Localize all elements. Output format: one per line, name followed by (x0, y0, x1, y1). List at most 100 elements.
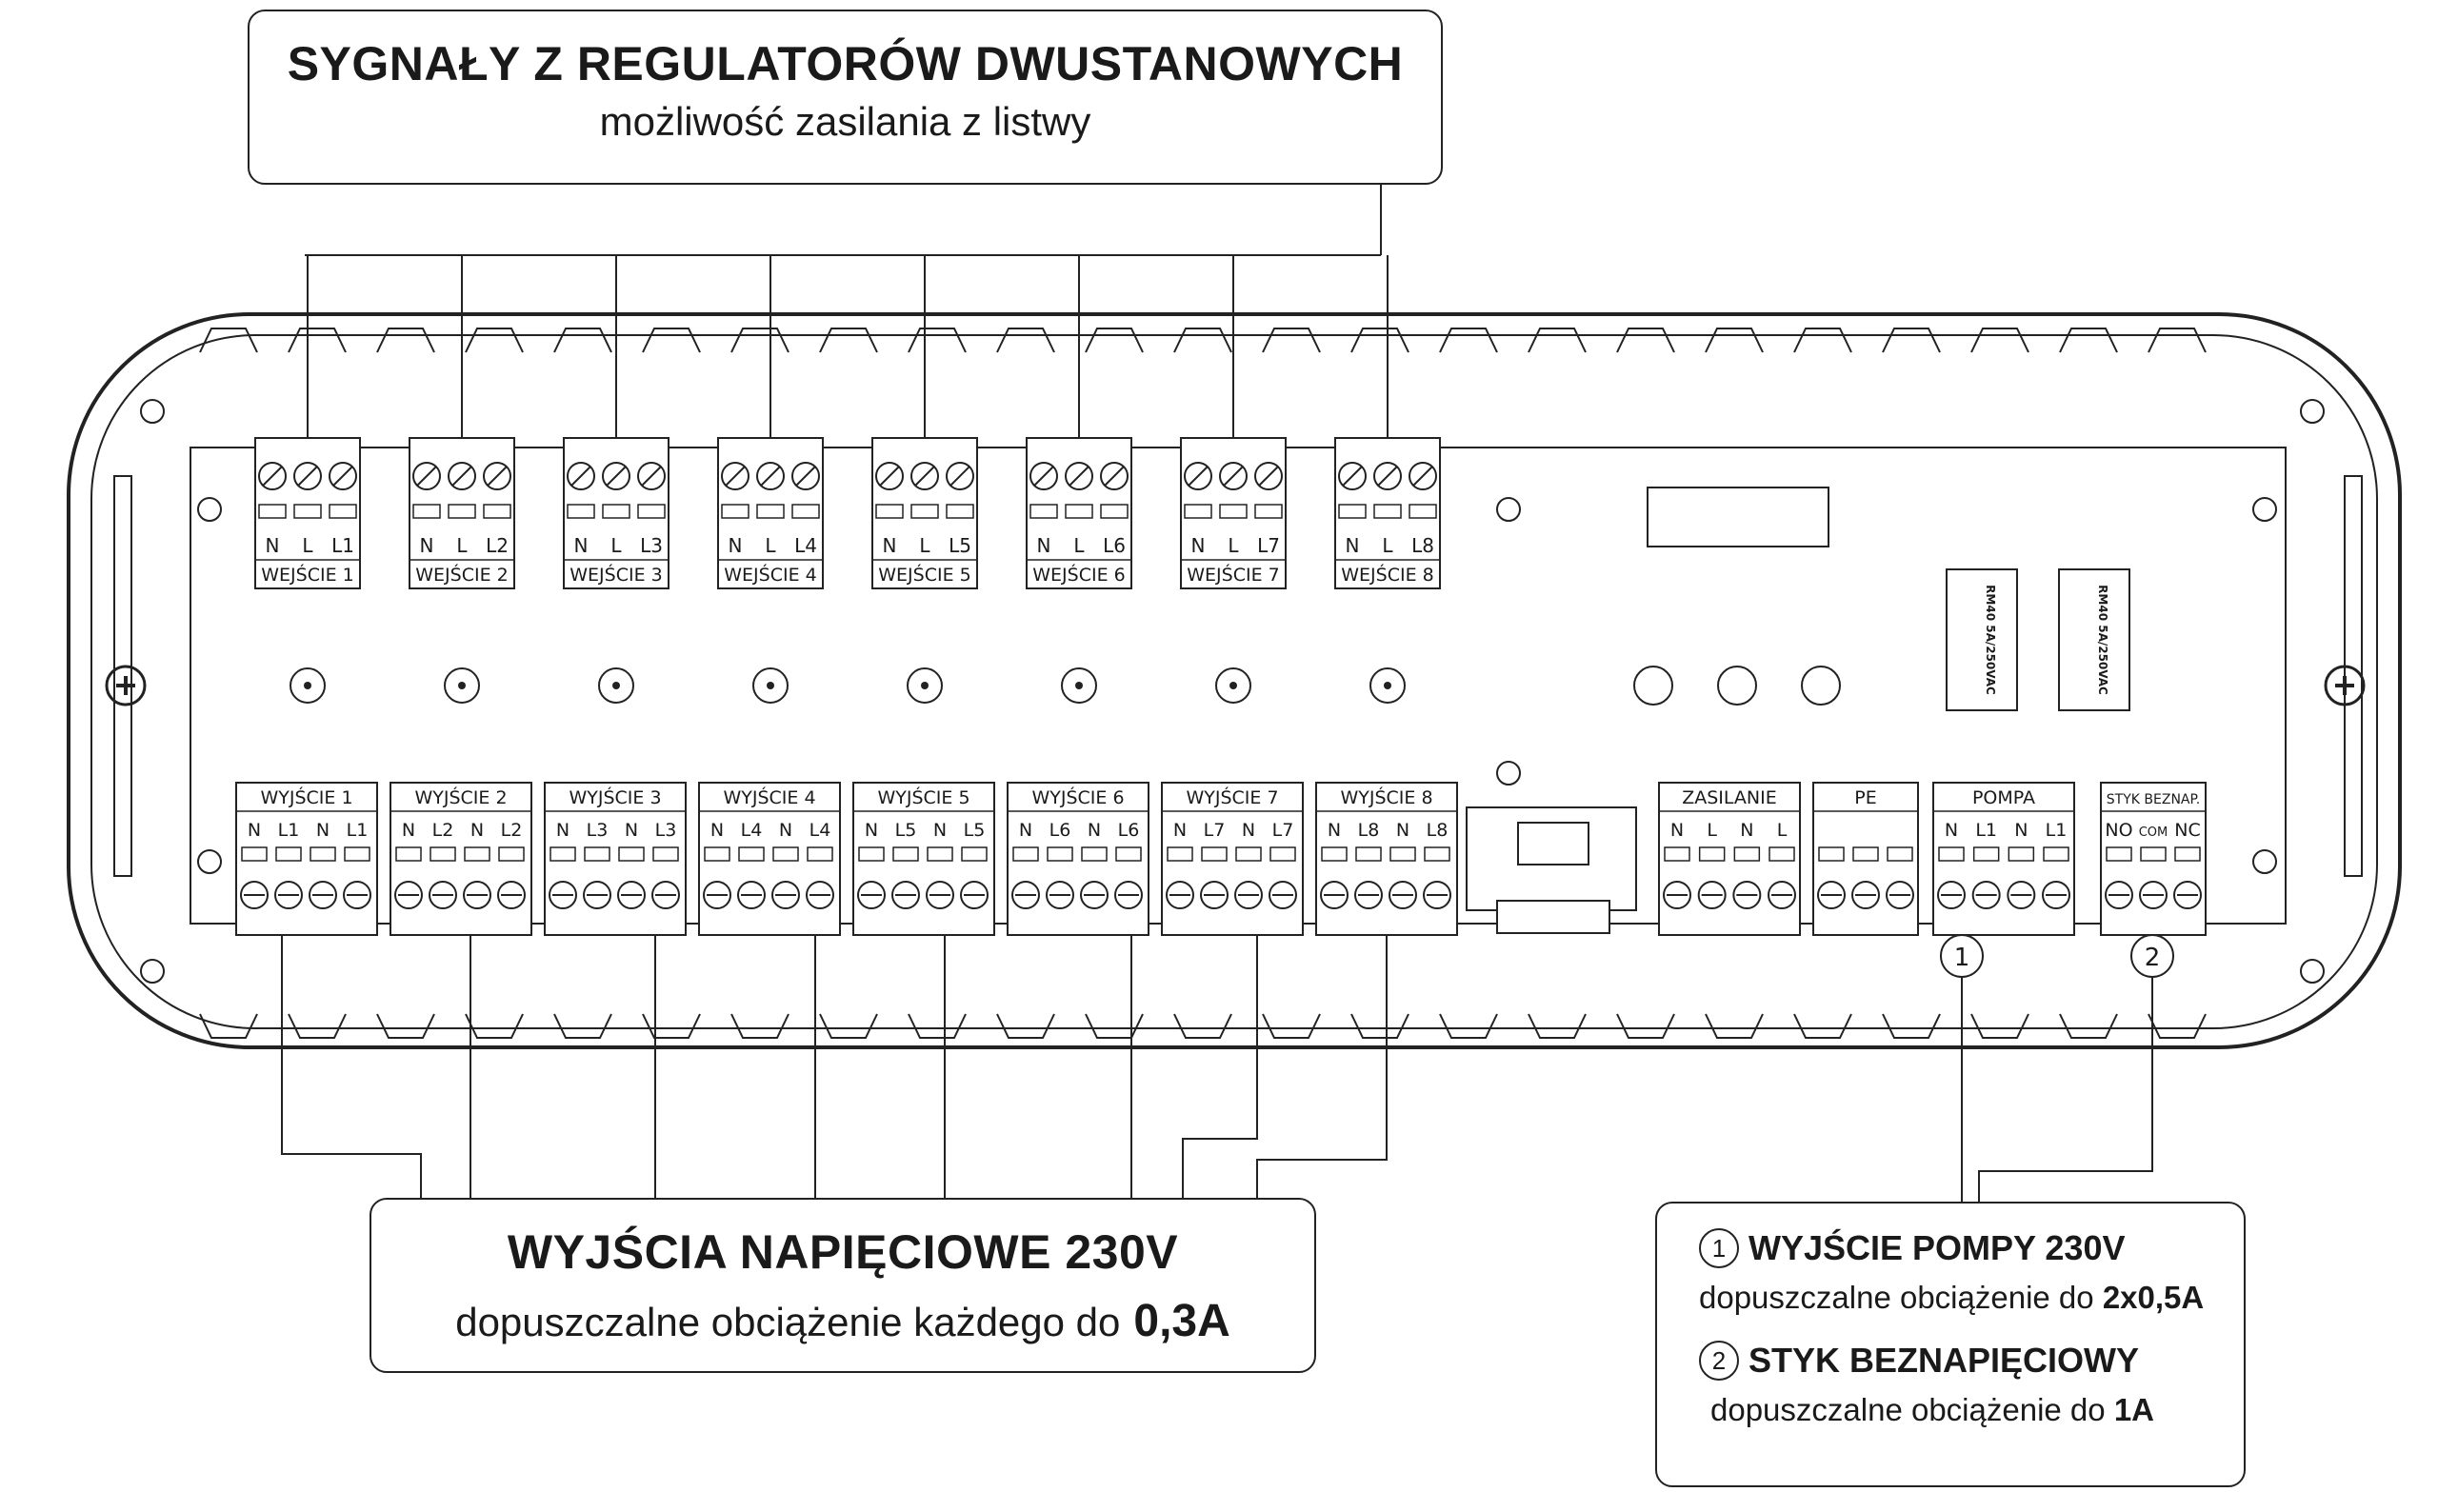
led-indicator (1801, 666, 1841, 706)
center-screw-icon (444, 667, 480, 704)
output-pin-label: L5 (964, 820, 986, 841)
screw-icon (1423, 881, 1451, 909)
aux-block: PE (1812, 782, 1919, 936)
wiring-lines (281, 185, 2153, 1202)
input-block-label: WEJŚCIE 5 (878, 563, 970, 586)
center-screw-icon (290, 667, 326, 704)
terminal-clamp (310, 846, 336, 862)
screw-icon (791, 462, 820, 490)
screw-icon (483, 462, 511, 490)
serration-bottom (1705, 1013, 1764, 1039)
screw-icon (1373, 462, 1402, 490)
terminal-clamp (772, 846, 799, 862)
terminal-clamp (1664, 846, 1690, 862)
output-pin-label: N (316, 820, 330, 841)
screw-icon (1219, 462, 1248, 490)
bottom-callout-value: 0,3A (1133, 1296, 1230, 1346)
output-pin-label: N (933, 820, 947, 841)
terminal-clamp (927, 846, 953, 862)
terminal-clamp (448, 504, 476, 519)
terminal-clamp (1012, 846, 1039, 862)
led-indicator (1633, 666, 1673, 706)
serration-top (1882, 328, 1941, 353)
serration-top (1439, 328, 1498, 353)
serration-bottom (1970, 1013, 2029, 1039)
output-pin-label: L5 (895, 820, 917, 841)
screw-icon (1389, 881, 1417, 909)
input-pin-label: N (729, 534, 743, 557)
screw-icon (2105, 881, 2133, 909)
screw-icon (1851, 881, 1880, 909)
mounting-hole-icon (2300, 399, 2325, 424)
screw-icon (2173, 881, 2202, 909)
output-pin-label: L8 (1427, 820, 1449, 841)
terminal-clamp (1409, 504, 1437, 519)
serration-bottom (1528, 1013, 1587, 1039)
plus-screw-icon (2324, 665, 2366, 706)
input-pin-label: L4 (794, 534, 817, 557)
aux-block-label: PE (1854, 787, 1876, 808)
terminal-clamp (1201, 846, 1228, 862)
serration-top (199, 328, 258, 353)
input-pin-label: L (1382, 534, 1393, 557)
output-block-label: WYJŚCIE 2 (414, 786, 507, 808)
mounting-hole-icon (140, 399, 165, 424)
screw-icon (1254, 462, 1283, 490)
screw-icon (293, 462, 322, 490)
screw-icon (2042, 881, 2070, 909)
pump-output-sub: dopuszczalne obciążenie do 2x0,5A (1699, 1280, 2244, 1316)
marker-label: 2 (2145, 944, 2161, 972)
output-pin-label: L8 (1358, 820, 1380, 841)
serration-top (2059, 328, 2118, 353)
output-pin-label: N (1396, 820, 1409, 841)
serration-top (288, 328, 347, 353)
terminal-clamp (704, 846, 730, 862)
terminal-clamp (721, 504, 749, 519)
terminal-clamp (344, 846, 370, 862)
serration-top (1616, 328, 1675, 353)
input-pin-label: L (765, 534, 776, 557)
serration-top (1085, 328, 1144, 353)
mounting-hole-icon (1496, 761, 1521, 786)
output-pin-label: L2 (501, 820, 523, 841)
serration-bottom (288, 1013, 347, 1039)
screw-icon (926, 881, 954, 909)
terminal-clamp (858, 846, 885, 862)
serration-bottom (1793, 1013, 1852, 1039)
terminal-clamp (1115, 846, 1142, 862)
center-screw-icon (752, 667, 789, 704)
top-callout-subtitle: możliwość zasilania z listwy (599, 99, 1091, 144)
pump-output-title: WYJŚCIE POMPY 230V (1749, 1228, 2126, 1267)
terminal-clamp (1184, 504, 1212, 519)
serration-top (2148, 328, 2207, 353)
input-pin-label: N (883, 534, 897, 557)
terminal-clamp (756, 504, 785, 519)
input-pin-label: L1 (331, 534, 354, 557)
screw-icon (497, 881, 526, 909)
output-pin-label: L3 (587, 820, 609, 841)
terminal-clamp (1269, 846, 1296, 862)
mounting-hole-icon (197, 497, 222, 522)
output-pin-label: L3 (655, 820, 677, 841)
aux-block-label: STYK BEZNAP. (2107, 792, 2200, 807)
terminal-clamp (430, 846, 456, 862)
output-pin-label: N (1242, 820, 1255, 841)
output-pin-label: N (779, 820, 792, 841)
output-pin-label: L2 (432, 820, 454, 841)
input-pin-label: L (610, 534, 622, 557)
output-pin-label: L6 (1118, 820, 1140, 841)
screw-icon (394, 881, 423, 909)
serration-top (642, 328, 701, 353)
input-pin-label: N (420, 534, 434, 557)
serration-top (1350, 328, 1409, 353)
aux-block-label: ZASILANIE (1682, 787, 1777, 808)
serration-top (376, 328, 435, 353)
output-pin-label: L7 (1204, 820, 1226, 841)
output-pin-label: L6 (1049, 820, 1071, 841)
